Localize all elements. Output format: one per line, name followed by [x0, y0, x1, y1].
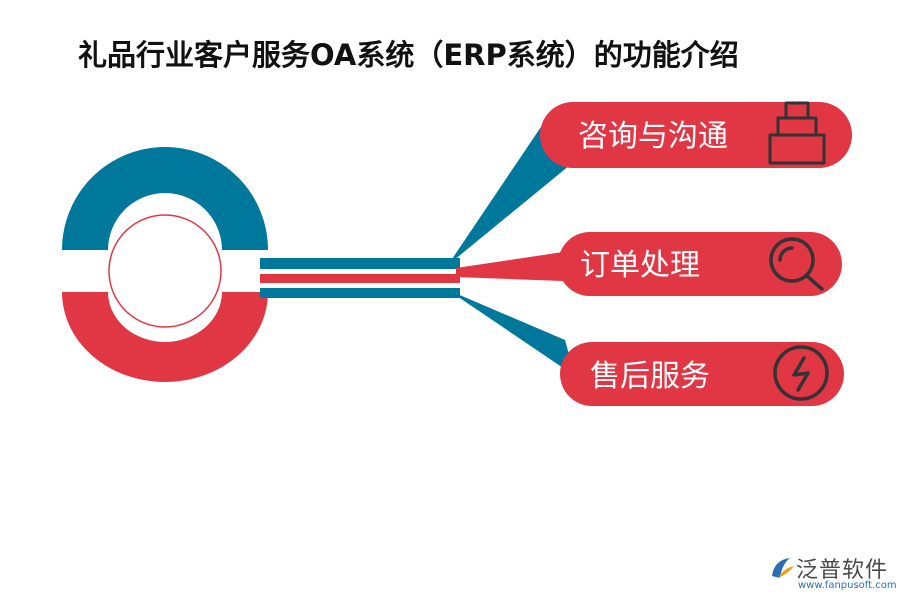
branch-wedge-1	[448, 115, 570, 265]
logo-mark-icon	[772, 558, 794, 578]
printer-icon	[768, 101, 826, 165]
hub-ring-top	[62, 147, 268, 250]
branch-wedge-3	[448, 290, 575, 376]
search-icon	[769, 237, 824, 291]
hub-connector	[260, 258, 460, 298]
branch-wedge-2	[456, 248, 590, 282]
function-item-label: 订单处理	[580, 248, 700, 283]
hub-ring-bottom	[62, 292, 268, 382]
hub-ring	[62, 147, 268, 382]
logo-name: 泛普软件	[796, 558, 889, 583]
hub-inner-circle	[108, 214, 222, 328]
logo-url: www.fanpusoft.com	[798, 580, 897, 591]
function-item-consult: 咨询与沟通	[540, 101, 852, 168]
function-item-label: 咨询与沟通	[578, 119, 728, 154]
function-item-order: 订单处理	[558, 232, 842, 296]
lightning-icon	[773, 345, 829, 401]
page-title: 礼品行业客户服务OA系统（ERP系统）的功能介绍	[78, 38, 739, 72]
function-item-aftersales: 售后服务	[560, 342, 844, 406]
function-item-label: 售后服务	[590, 359, 710, 394]
brand-logo: 泛普软件 www.fanpusoft.com	[768, 552, 897, 596]
